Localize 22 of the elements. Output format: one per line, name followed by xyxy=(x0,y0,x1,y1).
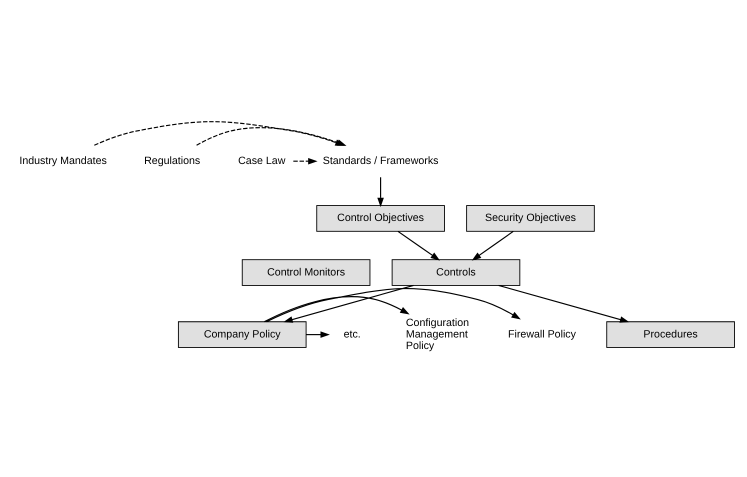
node-text: Industry Mandates xyxy=(19,154,107,167)
arrow xyxy=(472,230,514,261)
node-box: Controls xyxy=(392,259,520,286)
arrow xyxy=(398,230,440,261)
node-box: Control Monitors xyxy=(242,259,370,286)
node-text: etc. xyxy=(344,328,361,340)
arrow xyxy=(377,177,384,208)
node-box: Company Policy xyxy=(178,321,307,348)
node-box: Procedures xyxy=(606,321,735,348)
arrow xyxy=(264,296,410,322)
arrow xyxy=(498,284,630,323)
node-text: Configuration Management Policy xyxy=(406,316,470,352)
node-text: Regulations xyxy=(144,154,200,167)
arrow xyxy=(266,288,521,322)
node-box: Security Objectives xyxy=(466,205,595,232)
arrow xyxy=(293,158,318,165)
node-text: Standards / Frameworks xyxy=(322,154,438,167)
arrow xyxy=(306,331,330,338)
node-text: Firewall Policy xyxy=(508,328,576,340)
node-text: Case Law xyxy=(238,154,286,167)
node-box: Control Objectives xyxy=(316,205,445,232)
arrow xyxy=(283,284,414,323)
